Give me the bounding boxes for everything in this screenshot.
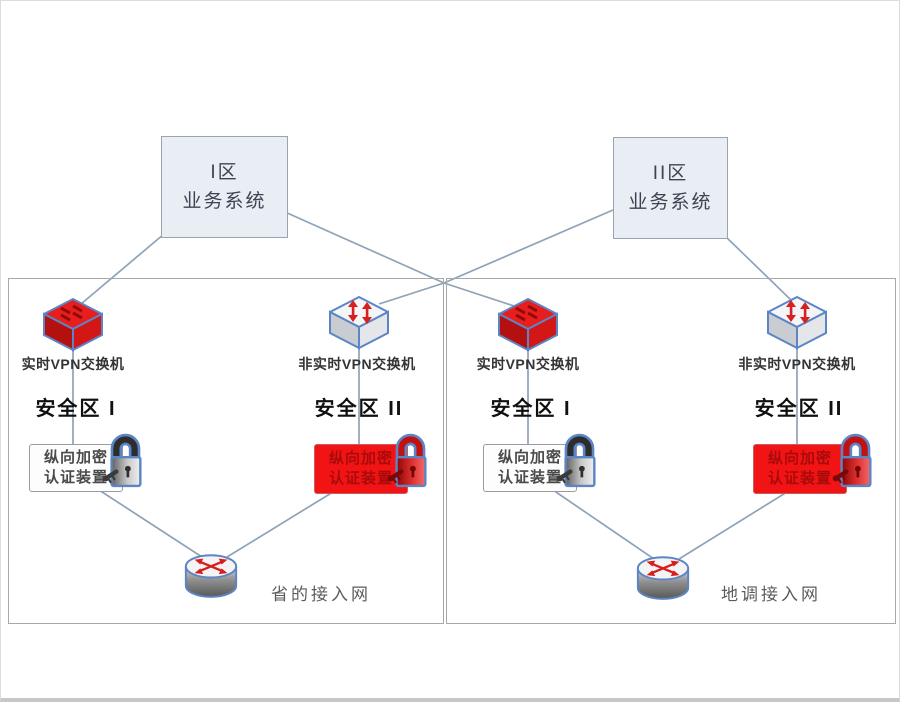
local-region-box xyxy=(446,278,896,624)
link-right-encwhite-router xyxy=(552,489,655,560)
realtime-vpn-switch-icon xyxy=(43,298,103,352)
realtime-vpn-switch-icon xyxy=(498,298,558,352)
encryption-device-label-line2: 认证装置 xyxy=(767,470,832,487)
local-access-network-label: 地调接入网 xyxy=(721,585,821,604)
encryption-device-label-line2: 认证装置 xyxy=(328,470,393,487)
link-zone2box-right-nonrealtime xyxy=(723,234,792,301)
router-icon xyxy=(636,556,690,600)
security-zone-1-label: 安全区 I xyxy=(35,398,117,420)
link-left-encwhite-router xyxy=(98,489,203,558)
router-icon xyxy=(184,554,238,598)
zone2-business-system-box: II区 业务系统 xyxy=(613,137,728,239)
realtime-vpn-switch-label: 实时VPN交换机 xyxy=(21,356,125,372)
link-right-encred-router xyxy=(678,491,788,560)
zone1-business-system-box: I区 业务系统 xyxy=(161,136,288,238)
zone2-box-title: II区 xyxy=(652,162,689,184)
padlock-key-icon-red xyxy=(387,433,427,488)
encryption-device-label-line1: 纵向加密 xyxy=(497,448,562,466)
non-realtime-vpn-switch-icon xyxy=(767,296,827,350)
link-left-encred-router xyxy=(226,491,334,558)
security-zone-1-label: 安全区 I xyxy=(490,398,572,420)
zone1-box-subtitle: 业务系统 xyxy=(182,191,267,212)
padlock-key-icon-red xyxy=(832,433,872,488)
realtime-vpn-switch-label: 实时VPN交换机 xyxy=(476,356,580,372)
link-zone2box-left-nonrealtime xyxy=(378,209,614,305)
province-region-box xyxy=(8,278,444,624)
zone1-box-title: I区 xyxy=(210,161,239,183)
non-realtime-vpn-switch-label: 非实时VPN交换机 xyxy=(298,356,416,372)
encryption-device-label-line1: 纵向加密 xyxy=(328,449,393,467)
province-access-network-label: 省的接入网 xyxy=(271,585,371,604)
encryption-device-label-line1: 纵向加密 xyxy=(43,448,108,466)
padlock-key-icon xyxy=(556,433,596,488)
vertical-encryption-device: 纵向加密 认证装置 xyxy=(29,444,123,492)
link-zone1box-left-realtime xyxy=(80,233,165,305)
vertical-encryption-device: 纵向加密 认证装置 xyxy=(483,444,577,492)
non-realtime-vpn-switch-icon xyxy=(329,296,389,350)
zone2-box-subtitle: 业务系统 xyxy=(628,192,713,213)
encryption-device-label-line1: 纵向加密 xyxy=(767,449,832,467)
security-zone-2-label: 安全区 II xyxy=(314,398,404,420)
padlock-key-icon xyxy=(102,433,142,488)
vertical-encryption-device-red: 纵向加密 认证装置 xyxy=(753,444,847,494)
vertical-encryption-device-red: 纵向加密 认证装置 xyxy=(314,444,408,494)
encryption-device-label-line2: 认证装置 xyxy=(43,469,108,486)
non-realtime-vpn-switch-label: 非实时VPN交换机 xyxy=(738,356,856,372)
encryption-device-label-line2: 认证装置 xyxy=(497,469,562,486)
security-zone-2-label: 安全区 II xyxy=(754,398,844,420)
